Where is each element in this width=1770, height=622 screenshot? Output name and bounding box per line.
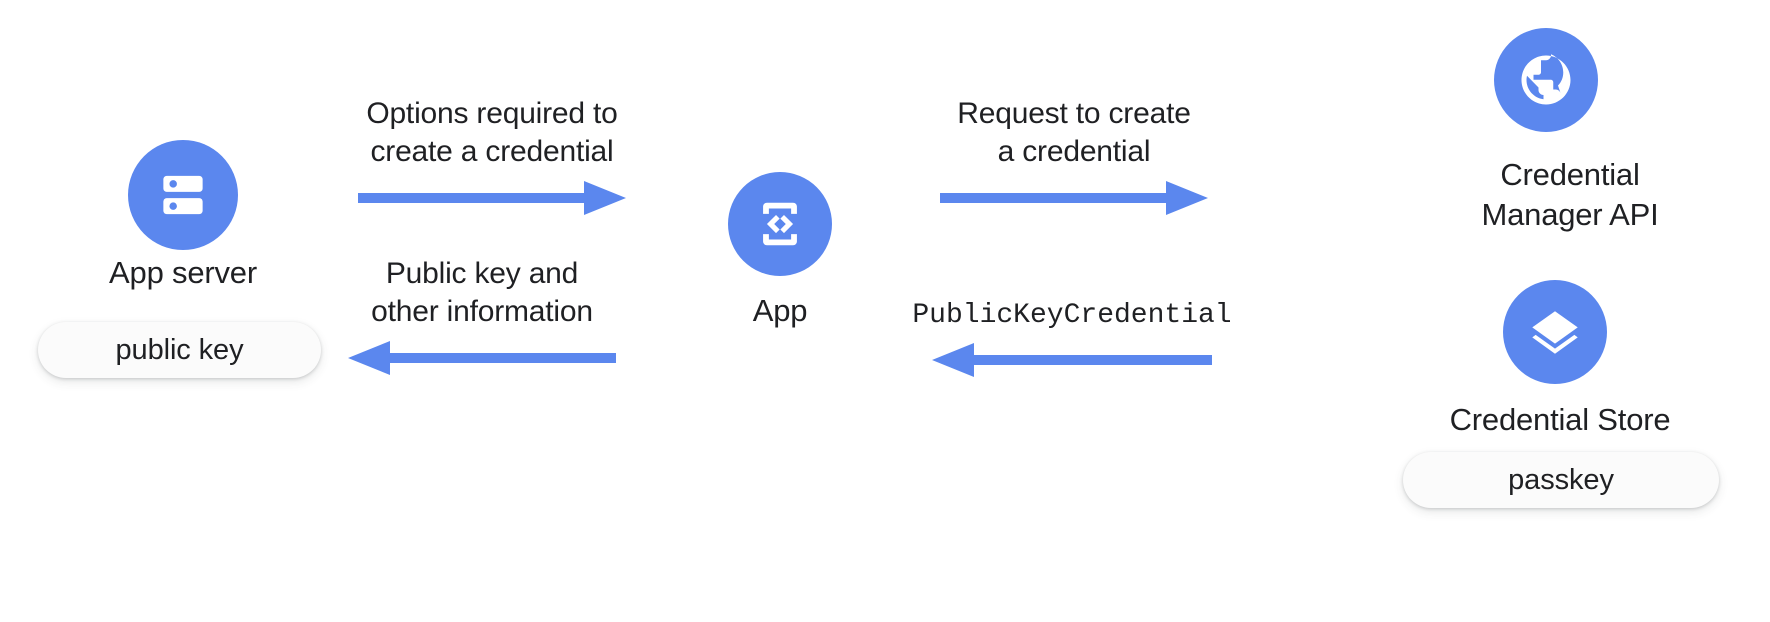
- node-app-server: [128, 140, 238, 250]
- arrow-left-public-key: [348, 341, 616, 375]
- flow-public-key-info-label: Public key and other information: [371, 257, 593, 328]
- app-code-device-icon: [728, 172, 832, 276]
- flow-options-required-label: Options required to create a credential: [366, 97, 618, 168]
- node-credential-store-label: Credential Store: [1449, 402, 1671, 437]
- node-app-server-label: App server: [109, 255, 257, 290]
- server-icon: [128, 140, 238, 250]
- layers-icon: [1503, 280, 1607, 384]
- chip-public-key-label: public key: [115, 333, 244, 366]
- flow-request-to-create: Request to create a credential: [940, 95, 1208, 219]
- node-app: [728, 172, 832, 276]
- chip-public-key: public key: [38, 322, 321, 378]
- flow-public-key-info: Public key and other information: [348, 255, 616, 379]
- arrow-right-request: [940, 181, 1208, 215]
- flow-request-to-create-label: Request to create a credential: [957, 97, 1191, 168]
- arrow-right-options: [358, 181, 626, 215]
- globe-icon: [1494, 28, 1598, 132]
- chip-passkey-label: passkey: [1508, 463, 1614, 496]
- flow-public-key-credential: PublicKeyCredential: [912, 297, 1232, 381]
- chip-passkey: passkey: [1403, 452, 1719, 508]
- node-app-label: App: [752, 293, 808, 328]
- node-credential-store: [1503, 280, 1607, 384]
- flow-public-key-credential-label: PublicKeyCredential: [912, 300, 1232, 331]
- node-credential-manager-api: [1494, 28, 1598, 132]
- flow-options-required: Options required to create a credential: [358, 95, 626, 219]
- node-credential-manager-api-label: Credential Manager API: [1481, 157, 1659, 232]
- arrow-left-public-key-credential: [932, 343, 1212, 377]
